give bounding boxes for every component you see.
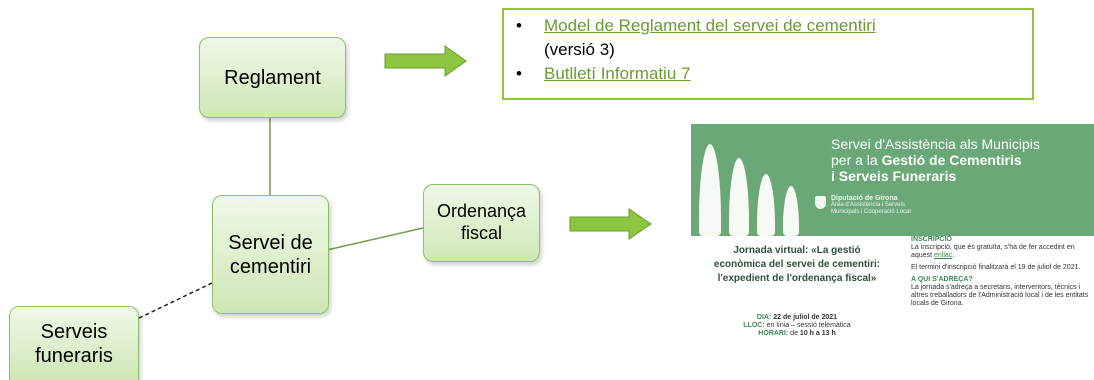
poster-title-part: Gestió de Cementiris [881,152,1022,168]
enllac-link[interactable]: enllaç [933,252,953,259]
reglament-model-link[interactable]: Model de Reglament del servei de cementi… [544,16,876,35]
event-poster[interactable]: Servei d'Assistència als Municipis per a… [691,124,1094,379]
node-ordenanca-fiscal: Ordenança fiscal [423,184,540,262]
list-item: • Model de Reglament del servei de cemen… [516,14,1032,62]
logo-name: Diputació de Girona [831,195,898,202]
bullet-icon: • [516,16,522,35]
diputacio-logo: Diputació de Girona Àrea d'Assistència i… [831,195,911,216]
node-reglament: Reglament [199,37,346,118]
node-label-line: Ordenança [436,201,527,222]
links-list: • Model de Reglament del servei de cemen… [504,10,1032,86]
event-details: DIA: 22 de juliol de 2021 LLOC: en línia… [707,314,887,338]
event-title: Jornada virtual: «La gestió econòmica de… [713,245,881,284]
adreca-text: La jornada s'adreça a secretaris, interv… [911,284,1089,307]
event-location: LLOC: en línia – sessió telemàtica [707,322,887,330]
event-date: DIA: 22 de juliol de 2021 [707,314,887,322]
tree-icon [729,158,749,236]
arrow-right-icon [569,208,652,240]
poster-title-line: per a la Gestió de Cementiris [831,152,1040,168]
node-label-line: funeraris [35,344,113,367]
bullet-icon: • [516,64,522,83]
arrow-right-icon [384,45,467,77]
poster-title-line: i Serveis Funeraris [831,168,957,184]
links-box: • Model de Reglament del servei de cemen… [502,8,1034,100]
detail-label: DIA: [756,314,772,321]
logo-subtitle: Àrea d'Assistència i Serveis [831,202,905,208]
node-label-line: Servei de [228,231,313,254]
termini-text: El termini d'inscripció finalitzarà el 1… [911,264,1081,271]
node-servei-de-cementiri: Servei de cementiri [212,195,329,314]
detail-value: 10 h a 13 h [799,330,836,337]
tree-icon [757,174,775,236]
connector-servei-ordenanca [326,227,424,251]
poster-title-part: per a la [831,152,882,168]
logo-subtitle: Municipals i Cooperació Local [831,209,911,215]
node-serveis-funeraris: Serveis funeraris [9,306,139,380]
node-label-line: Serveis [40,320,108,343]
butlleti-link[interactable]: Butlletí Informatiu 7 [544,64,691,83]
node-label: Reglament [224,66,321,89]
tree-icon [699,144,721,236]
node-label-line: cementiri [229,255,312,278]
list-item: • Butlletí Informatiu 7 [516,62,1032,86]
poster-title-line: Servei d'Assistència als Municipis [831,136,1040,152]
version-text: (versió 3) [544,40,615,59]
inscripcio-text: La inscripció, que és gratuïta, s'ha de … [911,244,1075,259]
poster-info-column: INSCRIPCIÓ La inscripció, que és gratuït… [911,236,1091,312]
detail-label: HORARI: [758,330,789,337]
event-time: HORARI: de 10 h a 13 h [707,330,887,338]
section-heading: INSCRIPCIÓ [911,236,952,243]
section-heading: A QUI S'ADREÇA? [911,276,973,283]
detail-value: 22 de juliol de 2021 [773,314,838,321]
tree-icon [783,186,799,236]
detail-label: LLOC: [743,322,765,329]
detail-text: de [790,330,798,337]
diputacio-logo-icon [815,196,826,209]
paragraph-text: La inscripció, que és gratuïta, s'ha de … [911,244,1075,259]
poster-title: Servei d'Assistència als Municipis per a… [831,136,1040,184]
poster-header-band: Servei d'Assistència als Municipis per a… [691,124,1094,236]
detail-value: en línia – sessió telemàtica [766,322,851,329]
node-label-line: fiscal [460,223,502,243]
connector-servei-funeraris [136,282,213,320]
